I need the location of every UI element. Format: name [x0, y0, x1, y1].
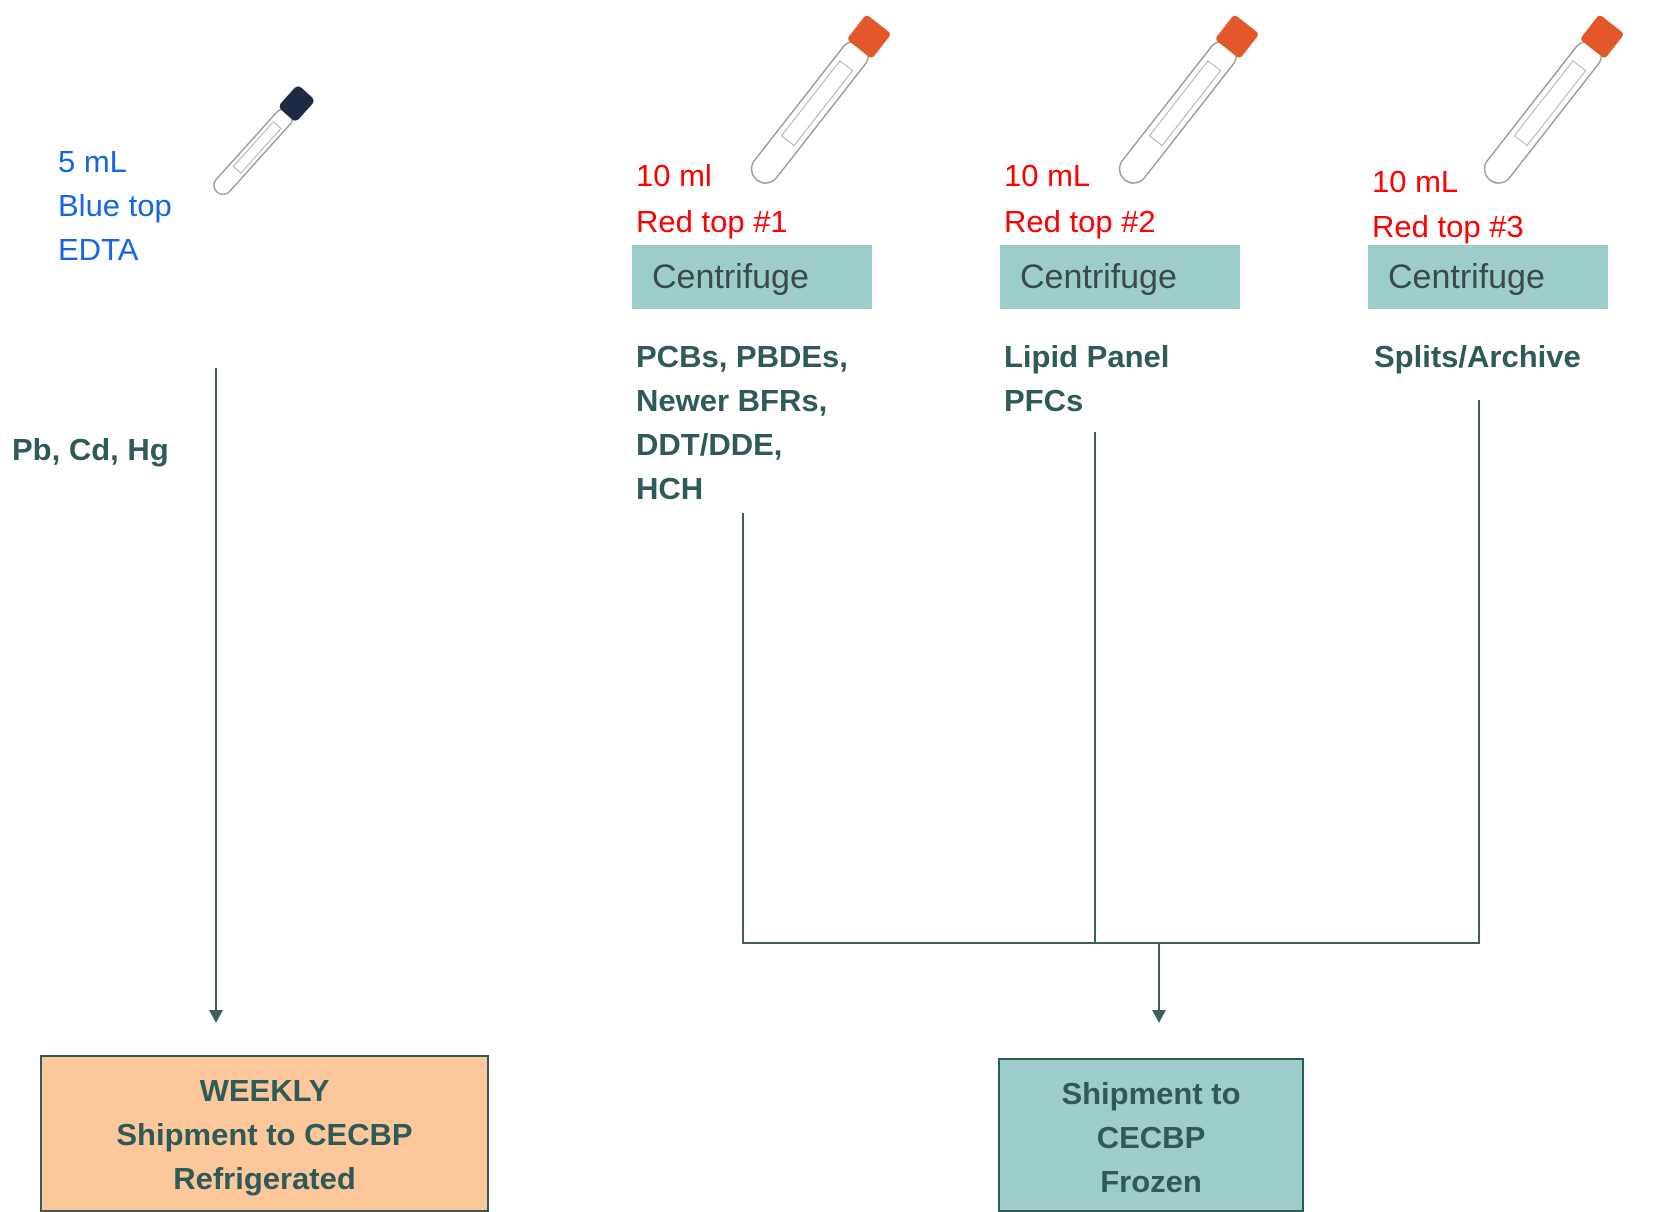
- frozen-shipment-line-2: CECBP: [1096, 1120, 1206, 1155]
- red-tube-1-volume: 10 ml: [636, 158, 712, 193]
- red-tube-1-analytes-3: DDT/DDE,: [636, 427, 783, 462]
- red-tube-3-type: Red top #3: [1372, 209, 1524, 244]
- red-tube-3-centrifuge: Centrifuge: [1368, 245, 1608, 309]
- red-tube-1-analytes-1: PCBs, PBDEs,: [636, 339, 848, 374]
- blue-tube-type: Blue top: [58, 188, 172, 223]
- weekly-shipment-box: WEEKLY Shipment to CECBP Refrigerated: [40, 1055, 489, 1212]
- frozen-drop-line: [1158, 942, 1160, 1010]
- red-tube-1-analytes-4: HCH: [636, 471, 704, 506]
- red-tube-2-centrifuge: Centrifuge: [1000, 245, 1240, 309]
- weekly-shipment-line-1: WEEKLY: [199, 1073, 330, 1108]
- blue-tube-additive: EDTA: [58, 232, 139, 267]
- red-tube-1-type: Red top #1: [636, 204, 788, 239]
- blood-tube-blue-cap-icon: [213, 86, 314, 196]
- red-tube-2-flow-line: [1094, 432, 1096, 943]
- red-tube-3-flow-line: [1478, 400, 1480, 943]
- weekly-flow-line: [215, 368, 217, 1010]
- red-tube-2-type: Red top #2: [1004, 204, 1156, 239]
- frozen-arrowhead: [1152, 1010, 1166, 1023]
- blue-tube-analytes: Pb, Cd, Hg: [12, 432, 169, 467]
- red-tube-1-flow-line: [742, 513, 744, 943]
- red-tube-1-centrifuge: Centrifuge: [632, 245, 872, 309]
- blue-tube-volume: 5 mL: [58, 144, 127, 179]
- frozen-shipment-box: Shipment to CECBP Frozen: [998, 1058, 1304, 1212]
- red-tube-3-analytes-1: Splits/Archive: [1374, 339, 1581, 374]
- frozen-shipment-line-1: Shipment to: [1061, 1076, 1241, 1111]
- red-tube-2-analytes-1: Lipid Panel: [1004, 339, 1170, 374]
- red-tube-2-volume: 10 mL: [1004, 158, 1091, 193]
- weekly-shipment-line-2: Shipment to CECBP: [116, 1117, 413, 1152]
- weekly-shipment-line-3: Refrigerated: [173, 1161, 356, 1196]
- red-tube-3-volume: 10 mL: [1372, 164, 1459, 199]
- blood-tube-red-cap-icon: [1118, 15, 1258, 184]
- blood-tube-red-cap-icon: [1483, 15, 1623, 184]
- red-tube-1-analytes-2: Newer BFRs,: [636, 383, 828, 418]
- weekly-arrowhead: [209, 1010, 223, 1023]
- blood-tube-red-cap-icon: [750, 15, 890, 184]
- frozen-merge-line: [742, 942, 1480, 944]
- frozen-shipment-line-3: Frozen: [1100, 1164, 1202, 1199]
- red-tube-2-analytes-2: PFCs: [1004, 383, 1084, 418]
